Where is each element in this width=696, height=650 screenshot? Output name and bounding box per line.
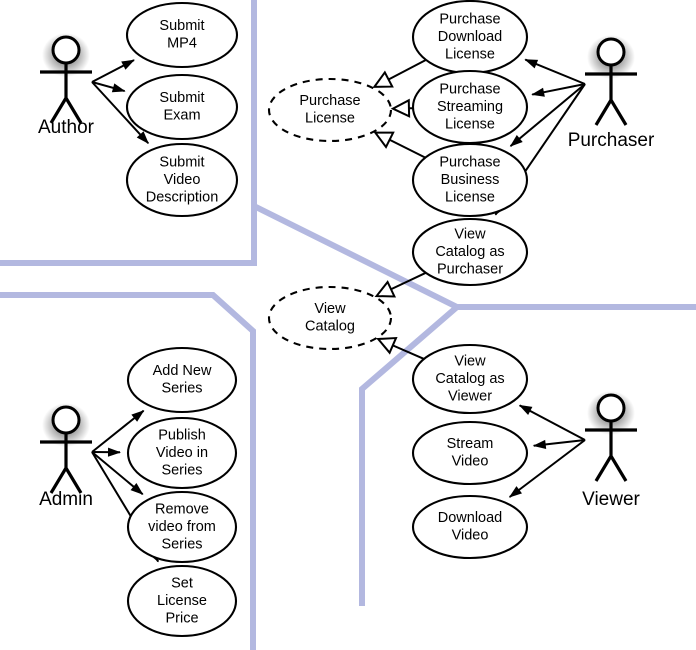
use-case-label: License xyxy=(157,593,207,609)
use-case-label: Viewer xyxy=(448,388,492,404)
actor-label: Purchaser xyxy=(568,130,655,151)
use-case-label: Business xyxy=(441,172,500,188)
author-boundary xyxy=(0,0,257,266)
actor-purchaser[interactable]: Purchaser xyxy=(568,35,655,151)
viewer-boundary xyxy=(359,304,459,606)
use-case-label: Remove xyxy=(155,501,209,517)
association-admin-to-remove-video-from-series xyxy=(91,451,144,496)
use-case-label: Streaming xyxy=(437,99,503,115)
use-case-label: Add New xyxy=(153,363,212,379)
use-case-label: License xyxy=(445,46,495,62)
use-case-label: Stream xyxy=(447,436,494,452)
actor-head-icon xyxy=(51,405,81,435)
use-case-label: Purchase xyxy=(439,154,500,170)
association-author-to-submit-video-description xyxy=(91,81,149,144)
actor-viewer[interactable]: Viewer xyxy=(582,391,641,510)
use-case-label: Publish xyxy=(158,427,206,443)
association-viewer-to-stream-video xyxy=(532,439,586,450)
association-author-to-submit-exam xyxy=(91,81,126,93)
association-viewer-to-view-catalog-as-viewer xyxy=(518,404,586,441)
use-case-label: Series xyxy=(161,462,202,478)
association-purchaser-to-purchase-download-license xyxy=(524,58,586,85)
use-case-label: Download xyxy=(438,510,503,526)
use-case-label: Submit xyxy=(159,18,204,34)
use-case-label: Submit xyxy=(159,90,204,106)
actor-head-icon xyxy=(51,35,81,65)
use-case-label: video from xyxy=(148,519,216,535)
generalization-purchase-business-license-to-purchase-license xyxy=(373,131,426,159)
generalization-view-catalog-as-purchaser-to-view-catalog xyxy=(374,271,427,298)
use-case-label: Series xyxy=(161,381,202,397)
association-admin-to-add-new-series xyxy=(91,409,145,453)
use-case-label: View xyxy=(454,353,486,369)
generalization-view-catalog-as-viewer-to-view-catalog xyxy=(376,336,425,360)
actor-author[interactable]: Author xyxy=(38,33,95,138)
use-case-label: Series xyxy=(161,536,202,552)
use-case-label: License xyxy=(305,111,355,127)
use-case-label: Set xyxy=(171,575,193,591)
generalization-lines xyxy=(372,59,427,360)
actor-admin[interactable]: Admin xyxy=(39,403,93,510)
use-case-label: MP4 xyxy=(167,36,197,52)
use-case-label: Video xyxy=(452,528,489,544)
use-case-label: Video in xyxy=(156,445,208,461)
actor-label: Author xyxy=(38,117,95,138)
admin-boundary xyxy=(0,292,256,650)
use-case-label: Submit xyxy=(159,154,204,170)
use-case-label: Exam xyxy=(163,108,200,124)
actor-body-icon xyxy=(585,65,637,126)
use-case-label: View xyxy=(454,226,486,242)
use-case-label: Catalog xyxy=(305,319,355,335)
use-case-label: Purchaser xyxy=(437,261,503,277)
use-case-nodes: SubmitMP4SubmitExamSubmitVideoDescriptio… xyxy=(125,0,529,638)
association-purchaser-to-purchase-business-license xyxy=(509,83,586,147)
use-case-label: Purchase xyxy=(439,81,500,97)
use-case-label: Video xyxy=(452,454,489,470)
use-case-label: License xyxy=(445,189,495,205)
use-case-label: Description xyxy=(146,189,219,205)
use-case-label: License xyxy=(445,116,495,132)
association-admin-to-publish-video-in-series xyxy=(91,447,122,457)
actor-body-icon xyxy=(40,433,92,494)
use-case-label: Price xyxy=(165,610,198,626)
use-case-label: Catalog as xyxy=(435,371,504,387)
use-case-label: Catalog as xyxy=(435,244,504,260)
generalization-purchase-download-license-to-purchase-license xyxy=(372,59,427,88)
generalization-purchase-streaming-license-to-purchase-license xyxy=(390,98,414,118)
association-viewer-to-download-video xyxy=(508,439,586,498)
actor-body-icon xyxy=(585,421,637,482)
actor-head-icon xyxy=(596,37,626,67)
association-author-to-submit-mp4 xyxy=(91,59,135,83)
use-case-label: Download xyxy=(438,29,503,45)
actor-label: Viewer xyxy=(582,489,640,510)
use-case-label: Video xyxy=(164,172,201,188)
use-case-label: View xyxy=(314,301,346,317)
actor-body-icon xyxy=(40,63,92,124)
actor-label: Admin xyxy=(39,489,93,510)
use-case-label: Purchase xyxy=(439,11,500,27)
use-case-label: Purchase xyxy=(299,93,360,109)
association-purchaser-to-purchase-streaming-license xyxy=(531,83,586,97)
actor-head-icon xyxy=(596,393,626,423)
